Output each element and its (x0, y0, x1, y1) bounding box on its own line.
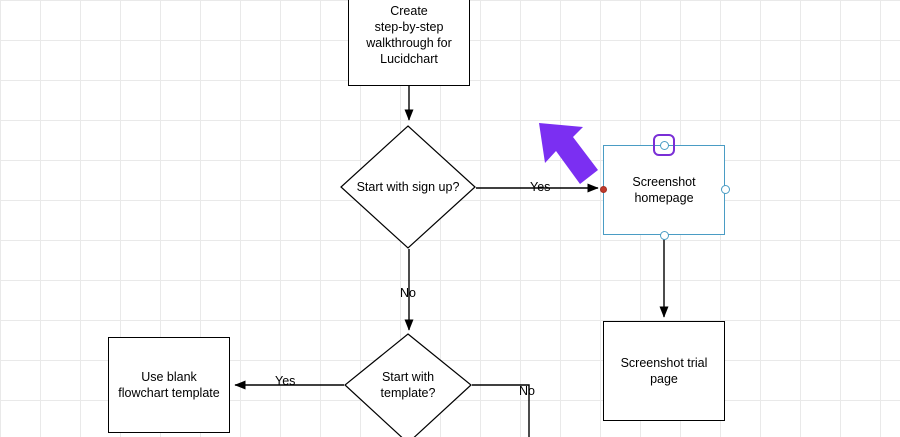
handle-dot-icon (659, 140, 669, 150)
node-screenshot-trial-page[interactable]: Screenshot trial page (603, 321, 725, 421)
edge-label-no-signup: No (400, 286, 416, 300)
edge-label-yes-template: Yes (275, 374, 296, 388)
purple-arrow-cursor-icon (539, 123, 598, 184)
selection-handle-top[interactable] (653, 134, 675, 156)
node-label: Start with template? (380, 370, 436, 400)
node-start-with-template[interactable]: Start with template? (344, 333, 472, 437)
diamond-shape (344, 333, 472, 437)
node-start-with-sign-up[interactable]: Start with sign up? (340, 125, 476, 249)
selection-handle-left-connected[interactable] (600, 186, 607, 193)
edge-label-no-template: No (519, 384, 535, 398)
diamond-shape (340, 125, 476, 249)
node-label: Screenshot trial page (620, 356, 708, 386)
node-label: Screenshot homepage (632, 175, 696, 205)
edge-label-yes-signup: Yes (530, 180, 551, 194)
node-screenshot-homepage[interactable]: Screenshot homepage (603, 145, 725, 235)
selection-handle-right[interactable] (721, 185, 730, 194)
selection-handle-bottom[interactable] (660, 231, 669, 240)
node-label: Use blank flowchart template (118, 370, 220, 400)
node-label: Create step-by-step walkthrough for Luci… (366, 4, 452, 66)
node-label: Start with sign up? (356, 180, 460, 194)
node-use-blank-flowchart-template[interactable]: Use blank flowchart template (108, 337, 230, 433)
node-create-walkthrough[interactable]: Create step-by-step walkthrough for Luci… (348, 0, 470, 86)
